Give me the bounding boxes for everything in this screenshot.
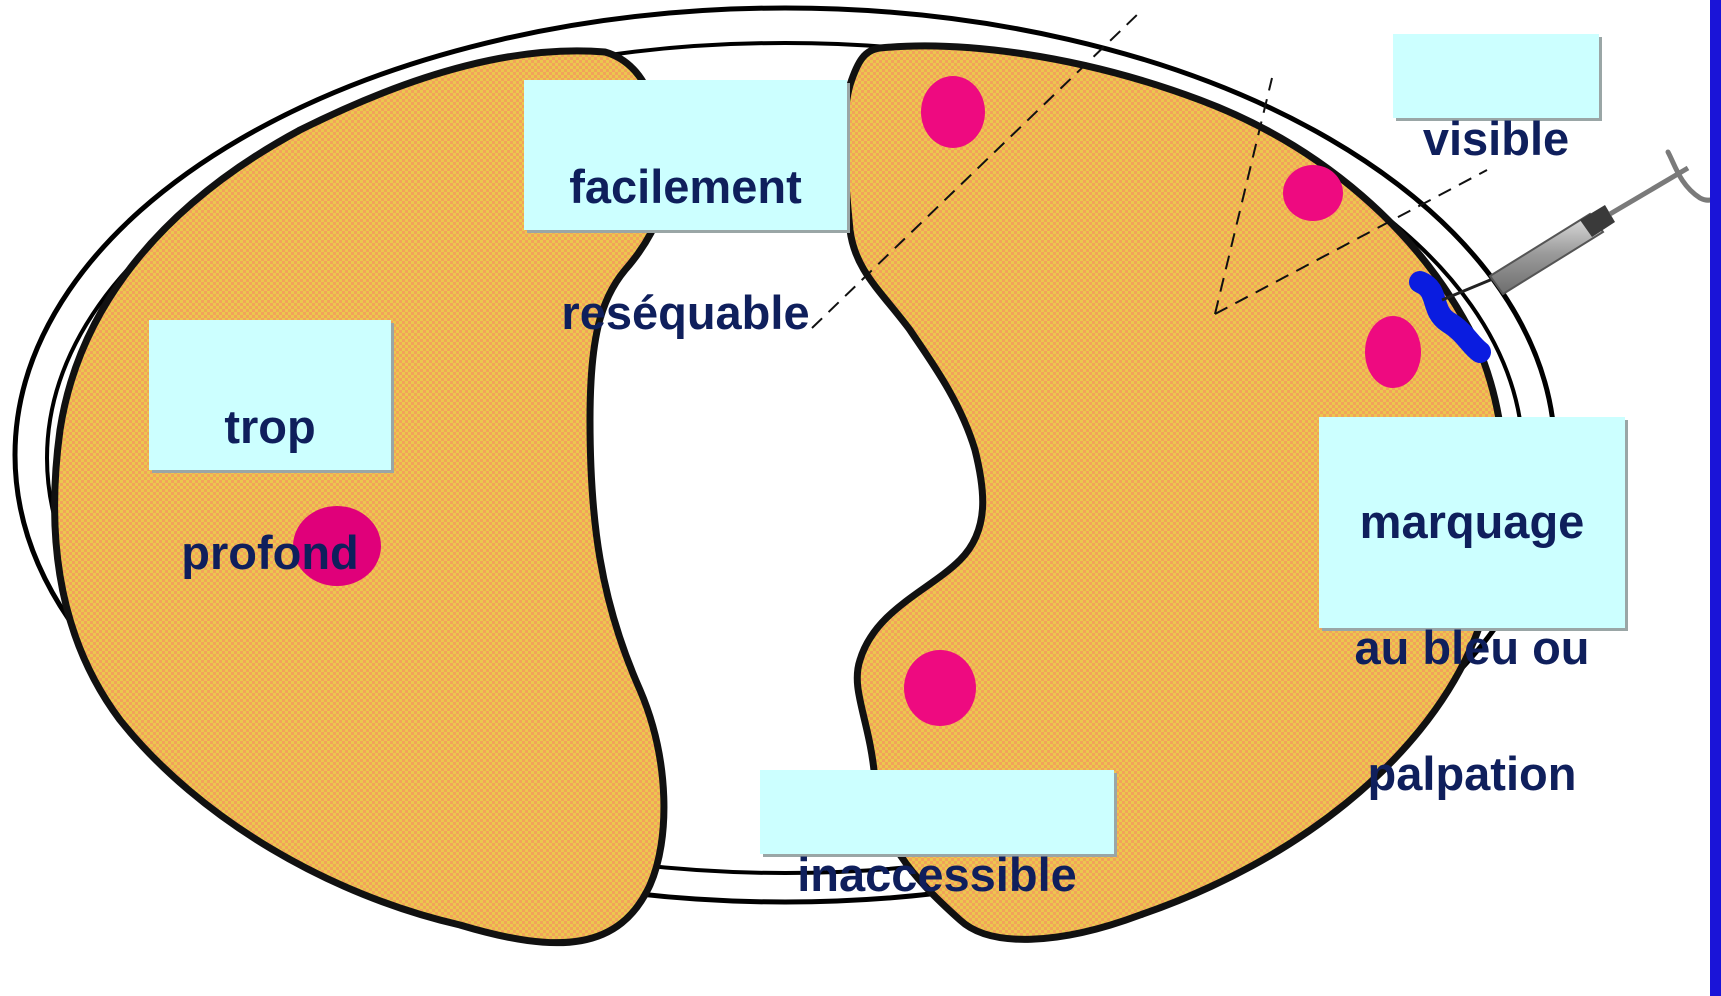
label-inaccessible: inaccessible — [760, 770, 1114, 854]
label-line: facilement — [524, 155, 847, 218]
label-line: inaccessible — [760, 843, 1114, 906]
label-line: reséquable — [524, 281, 847, 344]
label-line: profond — [149, 521, 391, 584]
label-marquage: marquage au bleu ou palpation — [1319, 417, 1625, 628]
label-trop-profond: trop profond — [149, 320, 391, 470]
label-line: marquage — [1319, 490, 1625, 553]
label-visible: visible — [1393, 34, 1599, 118]
nodule-icon — [904, 650, 976, 726]
label-line: visible — [1393, 107, 1599, 170]
nodule-icon — [1283, 165, 1343, 221]
label-line: au bleu ou — [1319, 616, 1625, 679]
nodule-icon — [921, 76, 985, 148]
label-line: trop — [149, 395, 391, 458]
nodule-icon — [1365, 316, 1421, 388]
label-facilement-resequable: facilement reséquable — [524, 80, 847, 230]
label-line: palpation — [1319, 742, 1625, 805]
slide-edge-bar — [1710, 0, 1721, 996]
